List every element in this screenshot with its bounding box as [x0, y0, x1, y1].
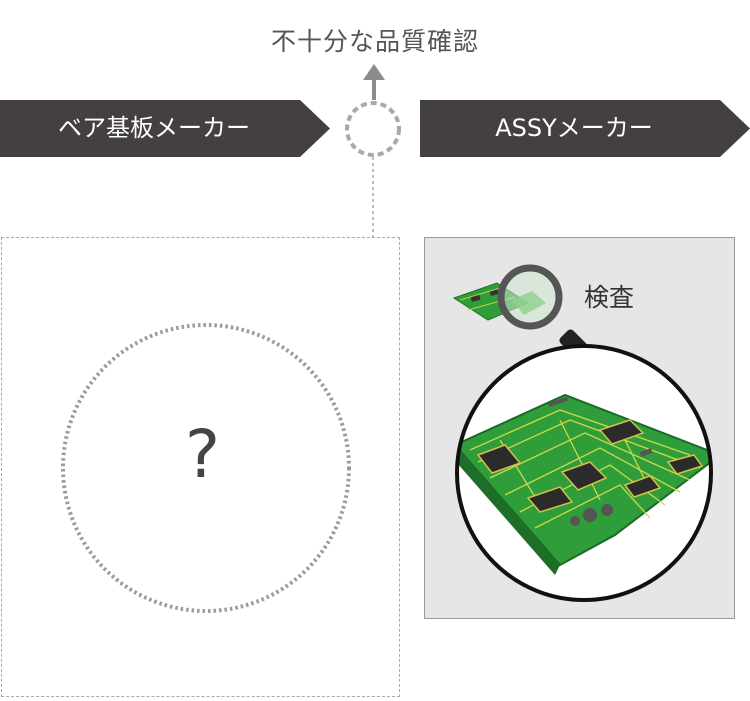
assy-maker-banner: ASSYメーカー	[420, 100, 750, 157]
question-icon: ?	[184, 416, 221, 493]
zoomed-circuit-board-icon	[455, 344, 713, 602]
bare-board-maker-banner: ベア基板メーカー	[0, 100, 330, 157]
unknown-process-panel	[1, 237, 400, 697]
insufficient-quality-check-label: 不十分な品質確認	[270, 27, 479, 56]
inspection-label: 検査	[584, 283, 635, 312]
arrow-up-icon	[363, 64, 385, 100]
junction-circle	[345, 101, 401, 157]
